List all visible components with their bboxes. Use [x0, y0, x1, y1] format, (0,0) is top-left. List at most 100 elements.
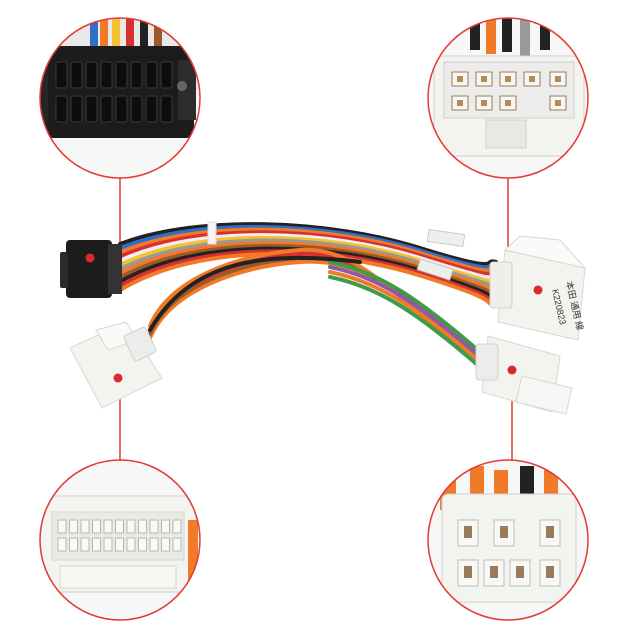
metal-terminal [464, 526, 472, 538]
connector-pin [115, 537, 124, 552]
wire-blue [118, 224, 498, 270]
wire-black [148, 255, 362, 332]
connector-pin [85, 95, 98, 123]
metal-terminal [481, 76, 487, 82]
connector-pin [126, 519, 136, 534]
white-plug-upper: K220823 本田 通用 線 [489, 235, 587, 341]
metal-terminal [546, 526, 554, 538]
metal-terminal [481, 100, 487, 106]
callout-dot-top-right [533, 285, 543, 295]
callout-ring [39, 459, 201, 621]
callout-ring [427, 17, 589, 179]
connector-pin [115, 519, 124, 534]
metal-terminal [555, 100, 561, 106]
connector-pin [115, 61, 128, 89]
wire-red [118, 230, 498, 276]
wire-orange [118, 227, 498, 273]
connector-pin-grid [55, 61, 173, 123]
callout-ring [427, 459, 589, 621]
connector-pin [130, 95, 143, 123]
metal-terminal [505, 76, 511, 82]
metal-terminal [529, 76, 535, 82]
connector-pin [100, 61, 113, 89]
wire-brown [118, 243, 498, 296]
callout-bottom-left [39, 459, 201, 621]
metal-terminal [546, 566, 554, 578]
wire-green [328, 275, 482, 369]
wire-purple [328, 265, 482, 359]
connector-pin [115, 95, 128, 123]
connector-pin [100, 95, 113, 123]
metal-terminal [500, 526, 508, 538]
callout-dot-bottom-left [113, 373, 123, 383]
metal-terminal [457, 100, 463, 106]
connector-pin [92, 519, 101, 534]
connector-pin-grid [57, 519, 182, 552]
connector-pin [161, 537, 170, 552]
metal-terminal [505, 100, 511, 106]
connector-pin [55, 61, 68, 89]
callout-ring [39, 17, 201, 179]
callout-top-left [39, 17, 201, 179]
wire-white [118, 233, 498, 280]
connector-pin [85, 61, 98, 89]
connector-pin [149, 519, 159, 534]
connector-pin [70, 61, 83, 89]
connector-pin [55, 95, 68, 123]
connector-pin [160, 61, 173, 89]
white-plug-middle [475, 335, 573, 415]
connector-pin [145, 61, 158, 89]
wire-label-tag [426, 228, 466, 248]
wire-red [118, 249, 498, 304]
connector-pin [103, 537, 113, 552]
plug-terminal-grid [457, 519, 561, 587]
callout-dot-bottom-right [507, 365, 517, 375]
plug-terminal-grid [451, 71, 567, 111]
callout-dot-top-left [85, 253, 95, 263]
black-connector [60, 240, 122, 298]
connector-pin [161, 519, 170, 534]
white-connector-lower [69, 321, 163, 409]
connector-pin [92, 537, 101, 552]
wire-grey [118, 238, 498, 288]
connector-pin [172, 537, 182, 552]
connector-pin [57, 519, 67, 534]
cable-tie [207, 221, 217, 245]
wire-orange [328, 270, 482, 364]
callout-dots [85, 253, 543, 383]
wire-green [328, 260, 482, 354]
connector-pin [172, 519, 182, 534]
connector-pin [138, 537, 147, 552]
metal-terminal [490, 566, 498, 578]
callout-bottom-right [427, 459, 589, 621]
connector-pin [70, 95, 83, 123]
metal-terminal [464, 566, 472, 578]
wire-black [118, 222, 498, 267]
lower-wire-bundle [148, 247, 482, 369]
wire-yellow [118, 235, 498, 284]
connector-pin [149, 537, 159, 552]
wire-label-tag-2 [416, 258, 454, 281]
callout-lines [119, 178, 513, 460]
wire-harness: K220823 本田 通用 線 [60, 221, 587, 415]
connector-pin [80, 537, 90, 552]
callout-top-right [427, 17, 589, 179]
connector-pin [57, 537, 67, 552]
connector-pin [69, 519, 78, 534]
connector-pin [80, 519, 90, 534]
connector-pin [126, 537, 136, 552]
connector-pin [69, 537, 78, 552]
connector-pin [138, 519, 147, 534]
metal-terminal [457, 76, 463, 82]
wire-black [118, 246, 498, 300]
metal-terminal [555, 76, 561, 82]
connector-pin [103, 519, 113, 534]
metal-terminal [516, 566, 524, 578]
connector-pin [160, 95, 173, 123]
connector-pin [130, 61, 143, 89]
wire-orange [118, 241, 498, 292]
wire-orange [118, 252, 498, 308]
connector-pin [145, 95, 158, 123]
upper-wire-bundle [118, 222, 498, 308]
